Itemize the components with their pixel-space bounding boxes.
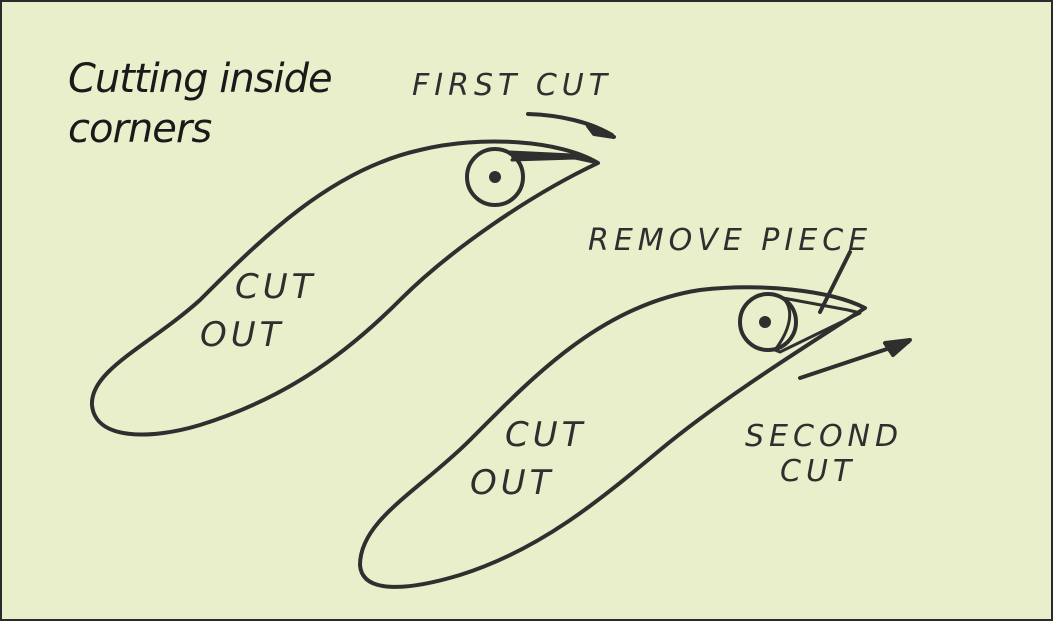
pivot-circle-1 [465,147,525,207]
label-cutout-2b: OUT [470,463,554,503]
remove-piece-outline [773,296,862,354]
arrowhead-icon [586,124,616,139]
pivot-circle-2 [738,292,798,352]
title-line-1: Cutting inside [68,56,333,102]
arrowhead-icon [883,338,912,357]
cutout-shape-1 [89,139,600,437]
label-remove-piece: REMOVE PIECE [588,223,872,258]
label-cutout-2a: CUT [505,415,586,455]
cutout-shape-2 [358,285,867,589]
label-cutout-1b: OUT [200,315,284,355]
label-first-cut: FIRST CUT [412,68,612,103]
remove-piece-pointer [818,250,852,314]
pivot-dot-1 [489,171,501,183]
label-cutout-1a: CUT [235,267,316,307]
pivot-dot-2 [759,316,771,328]
first-cut-kerf [508,150,600,165]
label-second-cut-1: SECOND [745,419,903,454]
title-line-2: corners [68,106,212,152]
label-second-cut-2: CUT [780,454,856,489]
